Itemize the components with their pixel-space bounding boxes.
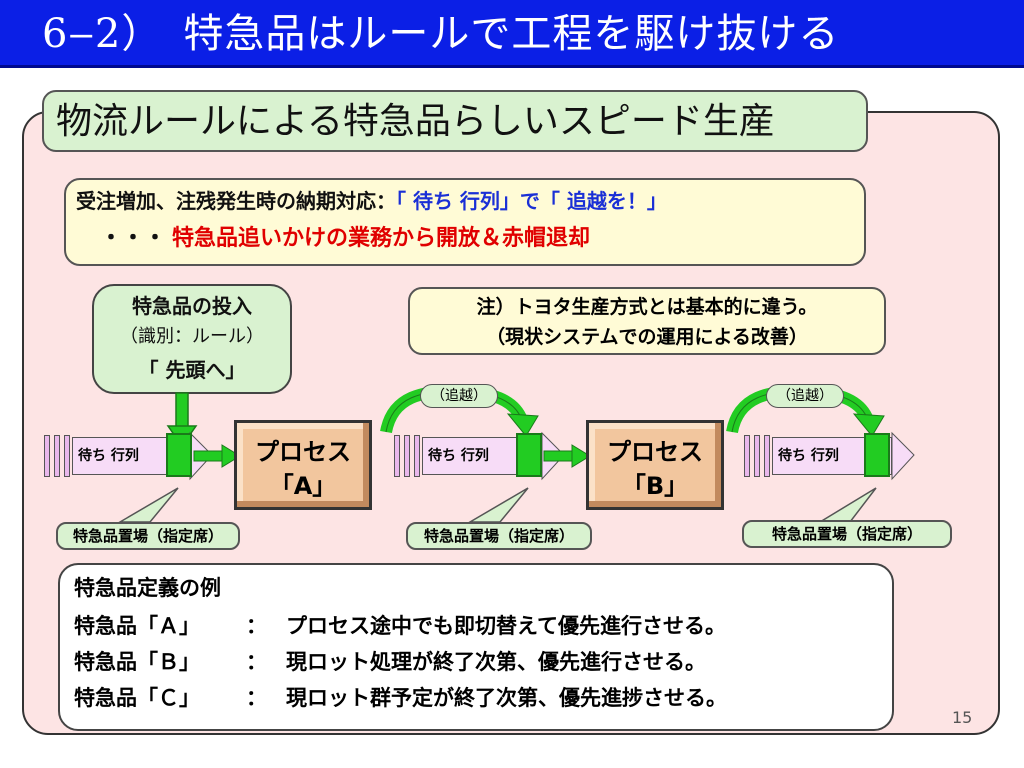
order-line-1: 受注増加、注残発生時の納期対応：「 待ち 行列」で「 追越を！」: [76, 186, 667, 216]
queue-1-bar-3: [64, 435, 70, 477]
process-a-line-1: プロセス: [255, 438, 351, 466]
arrow-to-process-b-shaft: [543, 450, 575, 462]
definition-sep-a: ：: [246, 614, 267, 638]
bubble-line-1: 特急品の投入: [132, 294, 252, 318]
queue-3-tip: [891, 431, 915, 481]
place-2-pointer: [467, 487, 529, 523]
definition-key-c: 特急品「Ｃ」: [74, 686, 200, 710]
process-a-line-2: 「A」: [269, 472, 337, 500]
definition-text-c: 現ロット群予定が終了次第、優先進捗させる。: [286, 686, 727, 710]
process-a-box: [234, 420, 372, 510]
arrow-to-process-a-head: [221, 444, 241, 468]
place-3-pointer: [817, 487, 877, 523]
queue-3-bar-3: [764, 435, 770, 477]
queue-1-bar-1: [44, 435, 50, 477]
header-text: 物流ルールによる特急品らしいスピード生産: [56, 101, 775, 142]
place-1-pointer: [117, 487, 179, 523]
overtake-label-1: （追越）: [420, 384, 498, 408]
definition-key-b: 特急品「Ｂ」: [74, 650, 200, 674]
note-box: [408, 287, 886, 355]
queue-1-bar-2: [54, 435, 60, 477]
queue-1-label: 待ち 行列: [78, 448, 139, 464]
express-slot-2: [516, 433, 542, 477]
process-b-line-1: プロセス: [607, 438, 703, 466]
definition-text-a: プロセス途中でも即切替えて優先進行させる。: [286, 614, 726, 638]
order-line-2-red: 特急品追いかけの業務から開放＆赤帽退却: [172, 226, 591, 251]
definitions-title: 特急品定義の例: [74, 576, 221, 600]
definition-sep-b: ：: [246, 650, 267, 674]
queue-2-bar-1: [394, 435, 400, 477]
express-slot-3: [864, 433, 890, 477]
place-label-2: 特急品置場（指定席）: [406, 522, 592, 550]
order-line-2: ・・・特急品追いかけの業務から開放＆赤帽退却: [100, 224, 590, 254]
overtake-label-2: （追越）: [766, 384, 844, 408]
note-line-1: 注）トヨタ生産方式とは基本的に違う。: [476, 296, 818, 318]
queue-3-label: 待ち 行列: [778, 448, 839, 464]
order-line-1-black: 受注増加、注残発生時の納期対応：: [76, 189, 396, 213]
arrow-to-process-b-head: [571, 444, 591, 468]
queue-2-bar-2: [404, 435, 410, 477]
input-bubble: [92, 284, 292, 394]
slide-title: 6‒2） 特急品はルールで工程を駆け抜ける: [42, 11, 840, 57]
queue-2-label: 待ち 行列: [428, 448, 489, 464]
down-arrow-shaft: [175, 392, 189, 430]
overtake-arrow-1-head: [506, 413, 539, 437]
express-slot-1: [166, 433, 192, 477]
definition-key-a: 特急品「Ａ」: [74, 614, 200, 638]
queue-3-bar-1: [744, 435, 750, 477]
place-label-3: 特急品置場（指定席）: [742, 520, 952, 548]
queue-3-bar-2: [754, 435, 760, 477]
order-line-1-blue: 「 待ち 行列」で「 追越を！」: [396, 189, 667, 213]
order-box: [64, 178, 866, 266]
page-number: 15: [952, 708, 973, 727]
process-b-box: [586, 420, 724, 510]
arrow-to-process-a-shaft: [193, 450, 225, 462]
header-box: [42, 90, 868, 152]
definition-sep-c: ：: [246, 686, 267, 710]
place-label-1: 特急品置場（指定席）: [56, 522, 240, 550]
title-bar: [0, 0, 1024, 68]
note-line-2: （現状システムでの運用による改善）: [486, 326, 808, 348]
overtake-arrow-2-head: [852, 413, 885, 437]
process-b-line-2: 「B」: [621, 472, 689, 500]
bubble-line-2: （識別：ルール）: [120, 326, 264, 347]
definitions-box: [58, 563, 894, 731]
queue-2-bar-3: [414, 435, 420, 477]
definition-text-b: 現ロット処理が終了次第、優先進行させる。: [286, 650, 706, 674]
bubble-line-3: 「 先頭へ」: [138, 358, 246, 382]
order-line-2-black: ・・・: [100, 226, 167, 251]
